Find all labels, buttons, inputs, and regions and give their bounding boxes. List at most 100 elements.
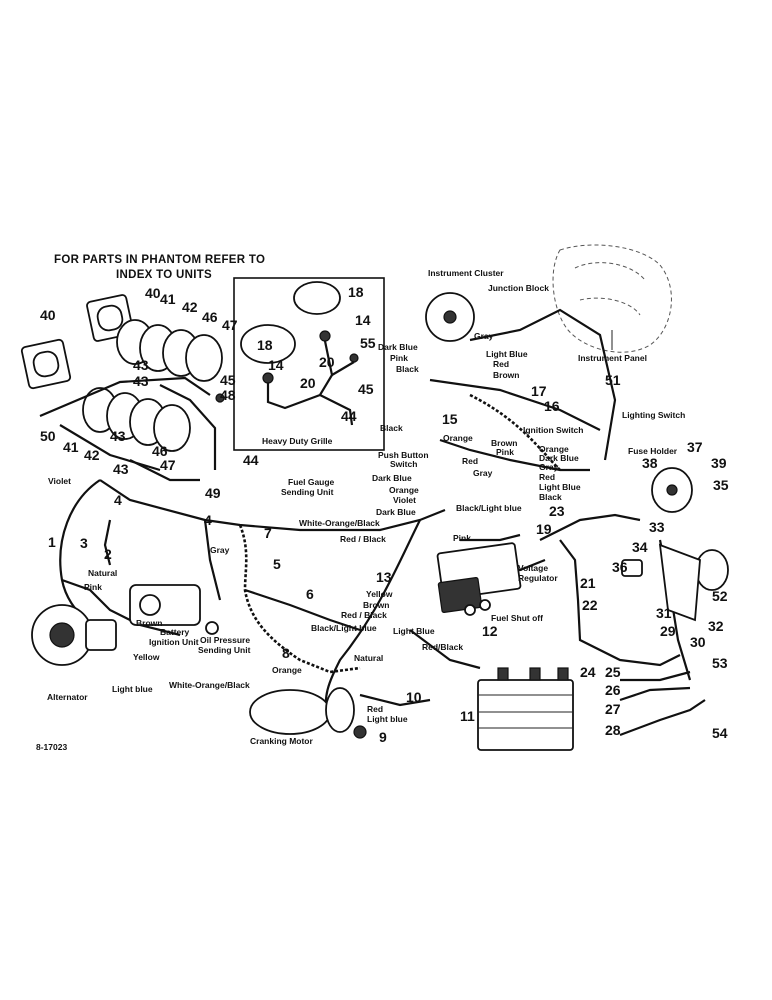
wire-label: Alternator <box>47 692 88 702</box>
callout-number: 46 <box>152 443 168 459</box>
wire-label: Pink <box>496 447 514 457</box>
wire-label: Sending Unit <box>198 645 251 655</box>
battery <box>477 667 574 751</box>
callout-number: 43 <box>113 461 129 477</box>
wire-label: Regulator <box>518 573 558 583</box>
callout-number: 10 <box>406 689 422 705</box>
callout-number: 54 <box>712 725 728 741</box>
callout-number: 35 <box>713 477 729 493</box>
callout-number: 19 <box>536 521 552 537</box>
battery-ignition-unit <box>129 584 201 626</box>
callout-number: 34 <box>632 539 648 555</box>
wire-label: Fuse Holder <box>628 446 678 456</box>
header-line-2: INDEX TO UNITS <box>116 269 212 281</box>
wire-label: Gray <box>473 468 493 478</box>
callout-number: 26 <box>605 682 621 698</box>
wire-label: Black <box>380 423 403 433</box>
callout-number: 16 <box>544 398 560 414</box>
wire-label: Red / Black <box>340 534 386 544</box>
wire-label: Natural <box>88 568 117 578</box>
callout-number: 44 <box>243 452 259 468</box>
callout-number: 4 <box>114 492 122 508</box>
callout-number: 27 <box>605 701 621 717</box>
wire-label: Pink <box>390 353 408 363</box>
callout-number: 13 <box>376 569 392 585</box>
wire-label: Brown <box>136 618 162 628</box>
callout-number: 3 <box>80 535 88 551</box>
callout-number: 20 <box>300 375 316 391</box>
callout-number: 43 <box>133 357 149 373</box>
callout-number: 36 <box>612 559 628 575</box>
wire-label: Orange <box>272 665 302 675</box>
callout-number: 45 <box>358 381 374 397</box>
oil-pressure-sender <box>205 621 219 635</box>
wire-label: Natural <box>354 653 383 663</box>
wire-label: Red <box>462 456 478 466</box>
wire-label: Light blue <box>367 714 408 724</box>
callout-number: 44 <box>341 408 357 424</box>
callout-number: 4 <box>204 512 212 528</box>
wire-label: Violet <box>48 476 71 486</box>
wire-label: Red <box>493 359 509 369</box>
callout-number: 9 <box>379 729 387 745</box>
callout-number: 20 <box>319 354 335 370</box>
wire-label: Cranking Motor <box>250 736 313 746</box>
callout-number: 42 <box>84 447 100 463</box>
wire-label: Battery <box>160 627 190 637</box>
wire-label: Black/Light blue <box>456 503 522 513</box>
wire-label: Light Blue <box>486 349 528 359</box>
wire-label: Junction Block <box>488 283 549 293</box>
callout-number: 31 <box>656 605 672 621</box>
callout-number: 28 <box>605 722 621 738</box>
wire-label: Brown <box>363 600 389 610</box>
instrument-panel-phantom <box>552 244 672 353</box>
wire-label: Orange <box>539 444 569 454</box>
wire-label: Gray <box>539 462 559 472</box>
header-line-1: FOR PARTS IN PHANTOM REFER TO <box>54 254 265 266</box>
callout-number: 25 <box>605 664 621 680</box>
wire-label: Brown <box>493 370 519 380</box>
callout-number: 32 <box>708 618 724 634</box>
callout-number: 52 <box>712 588 728 604</box>
wire-label: Pink <box>84 582 102 592</box>
wire-label: Dark Blue <box>376 507 416 517</box>
callout-number: 55 <box>360 335 376 351</box>
wire-label: White-Orange/Black <box>299 518 380 528</box>
callout-number: 12 <box>482 623 498 639</box>
callout-number: 41 <box>160 291 176 307</box>
wire-label: Black/Light blue <box>311 623 377 633</box>
inset-caption: Heavy Duty Grille <box>262 436 333 446</box>
callout-number: 22 <box>582 597 598 613</box>
callout-number: 7 <box>264 525 272 541</box>
callout-number: 18 <box>348 284 364 300</box>
wire-label: Voltage <box>518 563 548 573</box>
voltage-regulator-junction <box>436 542 522 616</box>
wire-label: Lighting Switch <box>622 410 685 420</box>
wire-label: Violet <box>393 495 416 505</box>
wire-label: Light blue <box>112 684 153 694</box>
wire-label: Red / Black <box>341 610 387 620</box>
callout-number: 14 <box>268 357 284 373</box>
callout-number: 11 <box>460 708 475 724</box>
wire-label: Oil Pressure <box>200 635 250 645</box>
alternator <box>31 604 117 666</box>
callout-number: 8 <box>282 645 290 661</box>
callout-number: 46 <box>202 309 218 325</box>
callout-number: 5 <box>273 556 281 572</box>
callout-number: 43 <box>110 428 126 444</box>
drawing-number: 8-17023 <box>36 742 67 752</box>
wire-label: Sending Unit <box>281 487 334 497</box>
callout-number: 30 <box>690 634 706 650</box>
callout-number: 37 <box>687 439 703 455</box>
callout-number: 33 <box>649 519 665 535</box>
callout-number: 17 <box>531 383 547 399</box>
callout-number: 51 <box>605 372 621 388</box>
wire-label: Orange <box>389 485 419 495</box>
callout-number: 40 <box>145 285 161 301</box>
wire-label: Pink <box>453 533 471 543</box>
wire-label: Light Blue <box>393 626 435 636</box>
